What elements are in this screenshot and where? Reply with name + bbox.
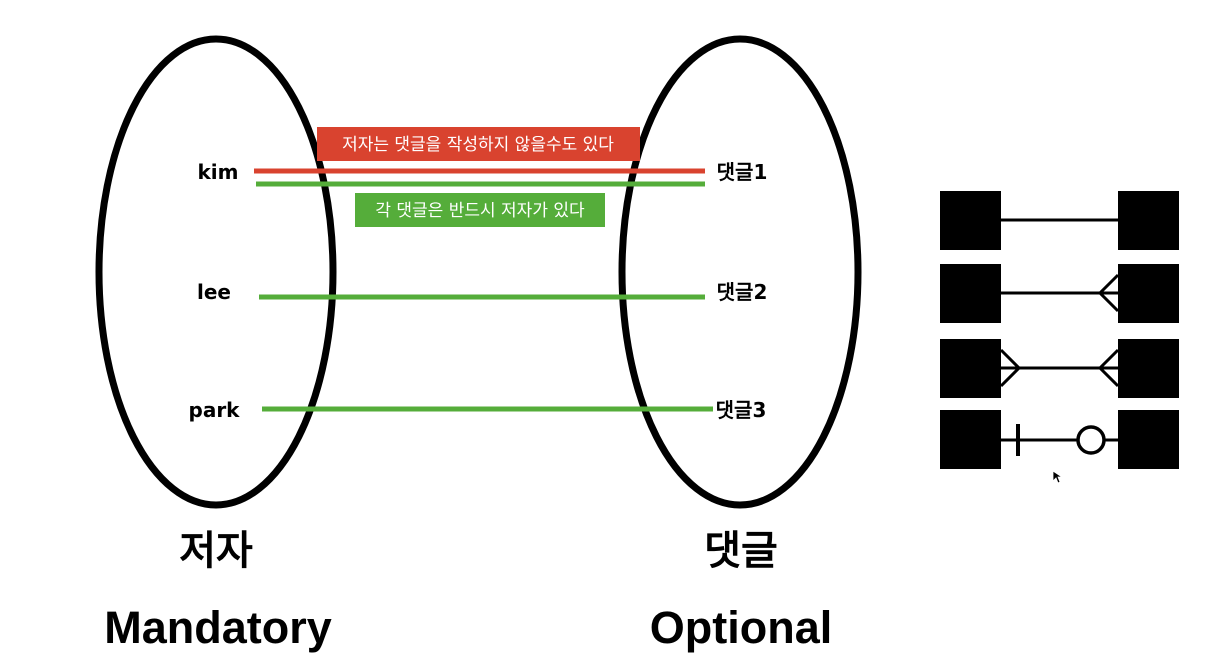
comment-member-3: 댓글3 — [716, 398, 767, 422]
legend-one-to-one-symbol — [940, 191, 1179, 250]
optional-callout-text: 저자는 댓글을 작성하지 않을수도 있다 — [342, 135, 614, 155]
author-participation-label: Mandatory — [104, 602, 332, 653]
author-set-ellipse — [95, 35, 337, 509]
comment-member-1: 댓글1 — [717, 160, 768, 184]
optional-callout-box — [317, 127, 640, 161]
mandatory-callout-text: 각 댓글은 반드시 저자가 있다 — [375, 201, 585, 221]
author-set-name: 저자 — [179, 528, 253, 574]
comment-set-ellipse — [618, 35, 862, 509]
legend-one-to-zero-or-one-symbol — [940, 410, 1179, 469]
cardinality-legend — [940, 191, 1179, 469]
author-member-kim: kim — [198, 160, 239, 184]
mouse-cursor-icon — [1052, 470, 1064, 484]
author-member-lee: lee — [197, 280, 231, 304]
author-member-park: park — [189, 398, 241, 422]
comment-participation-label: Optional — [650, 602, 832, 653]
comment-member-2: 댓글2 — [717, 280, 768, 304]
legend-many-to-many-symbol — [940, 339, 1179, 398]
comment-set-name: 댓글 — [704, 528, 778, 574]
legend-one-to-many-symbol — [940, 264, 1179, 323]
mandatory-callout-box — [355, 193, 605, 227]
